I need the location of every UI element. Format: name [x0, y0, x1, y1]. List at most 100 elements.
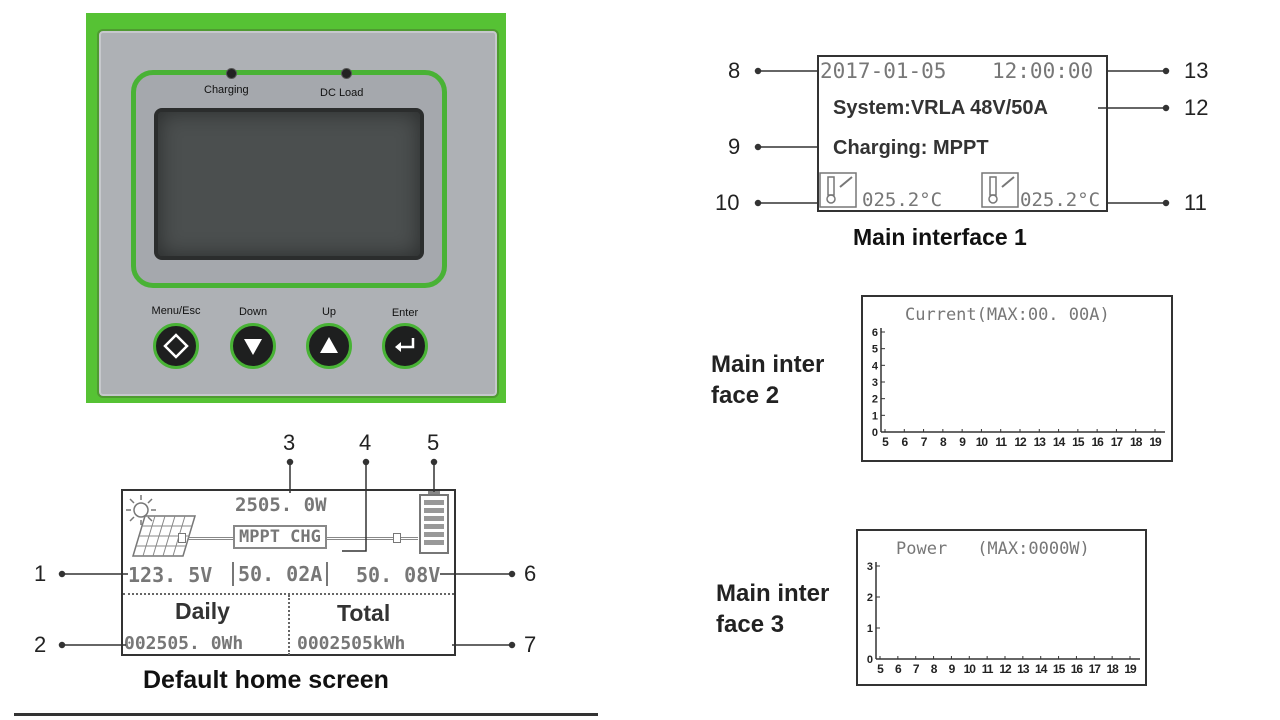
home-callout-1: 1: [34, 561, 47, 586]
home-pv-voltage: 123. 5V: [128, 563, 213, 587]
home-callout-7: 7: [524, 632, 537, 657]
y-tick-label: 4: [872, 360, 879, 372]
main2-label: Main inter face 2: [711, 349, 824, 411]
x-tick-label: 16: [1071, 662, 1084, 676]
x-tick-label: 5: [877, 662, 884, 676]
home-total-label: Total: [337, 600, 391, 626]
x-tick-label: 8: [940, 435, 947, 449]
main2-chart-title-text: Current: [905, 305, 977, 325]
main2-label-line2: face 2: [711, 382, 780, 409]
main1-caption: Main interface 1: [853, 224, 1027, 250]
x-tick-label: 18: [1106, 662, 1119, 676]
enter-button[interactable]: [382, 323, 428, 369]
down-button[interactable]: [230, 323, 276, 369]
lcd-screen: [154, 108, 424, 260]
main3-label: Main inter face 3: [716, 578, 829, 640]
home-divider-horizontal: [123, 593, 454, 595]
main2-label-line1: Main inter: [711, 351, 825, 378]
x-tick-label: 14: [1035, 662, 1048, 676]
dc-load-led-icon: [342, 69, 351, 78]
home-callout-6: 6: [524, 561, 537, 586]
charging-led-label: Charging: [204, 84, 249, 96]
home-caption: Default home screen: [143, 666, 389, 694]
y-tick-label: 2: [872, 394, 878, 406]
x-tick-label: 11: [995, 435, 1007, 449]
main1-system: System:VRLA 48V/50A: [833, 97, 1048, 119]
x-tick-label: 18: [1130, 435, 1143, 449]
dc-load-led-label: DC Load: [320, 87, 364, 99]
home-callout-3: 3: [283, 430, 296, 455]
x-tick-label: 17: [1111, 435, 1124, 449]
home-callout-lines: [58, 458, 516, 649]
up-button[interactable]: [306, 323, 352, 369]
battery-icon: [419, 491, 449, 554]
main1-temp-left: 025.2°C: [862, 189, 943, 211]
x-tick-label: 9: [949, 662, 956, 676]
x-tick-label: 6: [895, 662, 902, 676]
y-tick-label: 5: [872, 344, 878, 356]
x-tick-label: 7: [913, 662, 920, 676]
x-tick-label: 6: [901, 435, 908, 449]
home-callout-5: 5: [427, 430, 440, 455]
y-tick-label: 0: [872, 427, 878, 439]
connector-right: [393, 533, 401, 543]
menu-esc-button-label: Menu/Esc: [151, 305, 201, 317]
x-tick-label: 10: [976, 435, 989, 449]
home-divider-vertical: [288, 595, 290, 655]
main1-date: 2017-01-05: [820, 59, 947, 83]
y-tick-label: 3: [872, 377, 878, 389]
main3-chart-title-text: Power: [896, 539, 948, 559]
y-tick-label: 1: [867, 623, 873, 635]
home-daily-energy: 002505. 0Wh: [124, 633, 244, 654]
main2-chart-max: (MAX:00. 00A): [976, 305, 1110, 325]
x-tick-label: 11: [982, 662, 994, 676]
bottom-rule: [14, 713, 598, 716]
diamond-icon: [163, 333, 189, 359]
y-tick-label: 1: [872, 410, 878, 422]
home-power-value: 2505. 0W: [235, 494, 327, 516]
x-tick-label: 9: [959, 435, 966, 449]
x-tick-label: 19: [1149, 435, 1162, 449]
enter-return-icon: [395, 338, 415, 352]
main1-charging: Charging: MPPT: [833, 137, 989, 159]
x-tick-label: 5: [882, 435, 889, 449]
main1-temp-right: 025.2°C: [1020, 189, 1101, 211]
x-tick-label: 14: [1053, 435, 1066, 449]
main3-label-line2: face 3: [716, 611, 785, 638]
x-tick-label: 15: [1072, 435, 1085, 449]
x-tick-label: 19: [1124, 662, 1137, 676]
menu-esc-button[interactable]: [153, 323, 199, 369]
main3-label-line1: Main inter: [716, 580, 830, 607]
main1-callout-9: 9: [728, 134, 741, 159]
home-daily-label: Daily: [175, 598, 230, 624]
main1-callout-10: 10: [715, 190, 740, 215]
main1-callout-11: 11: [1184, 190, 1207, 215]
battery-temperature-icon: [981, 172, 1019, 208]
y-tick-label: 0: [867, 654, 873, 666]
up-triangle-icon: [320, 337, 338, 353]
enter-button-label: Enter: [391, 307, 419, 319]
x-tick-label: 10: [964, 662, 977, 676]
home-mode-box: MPPT CHG: [233, 525, 327, 549]
solar-panel-icon: [131, 515, 197, 557]
home-total-energy: 0002505kWh: [297, 633, 406, 654]
down-triangle-icon: [244, 339, 262, 355]
temperature-sensor-icon: [819, 172, 857, 208]
x-tick-label: 17: [1089, 662, 1102, 676]
y-tick-label: 6: [872, 327, 878, 339]
x-tick-label: 16: [1091, 435, 1104, 449]
x-tick-label: 7: [921, 435, 928, 449]
main3-chart-max: (MAX:0000W): [977, 539, 1090, 559]
x-tick-label: 13: [1034, 435, 1047, 449]
x-tick-label: 13: [1017, 662, 1030, 676]
home-current: 50. 02A: [232, 562, 329, 586]
x-tick-label: 15: [1053, 662, 1066, 676]
y-tick-label: 3: [867, 561, 873, 573]
main1-callout-8: 8: [728, 58, 741, 83]
main1-lcd: [817, 55, 1108, 212]
home-callout-4: 4: [359, 430, 372, 455]
charging-led-icon: [227, 69, 236, 78]
